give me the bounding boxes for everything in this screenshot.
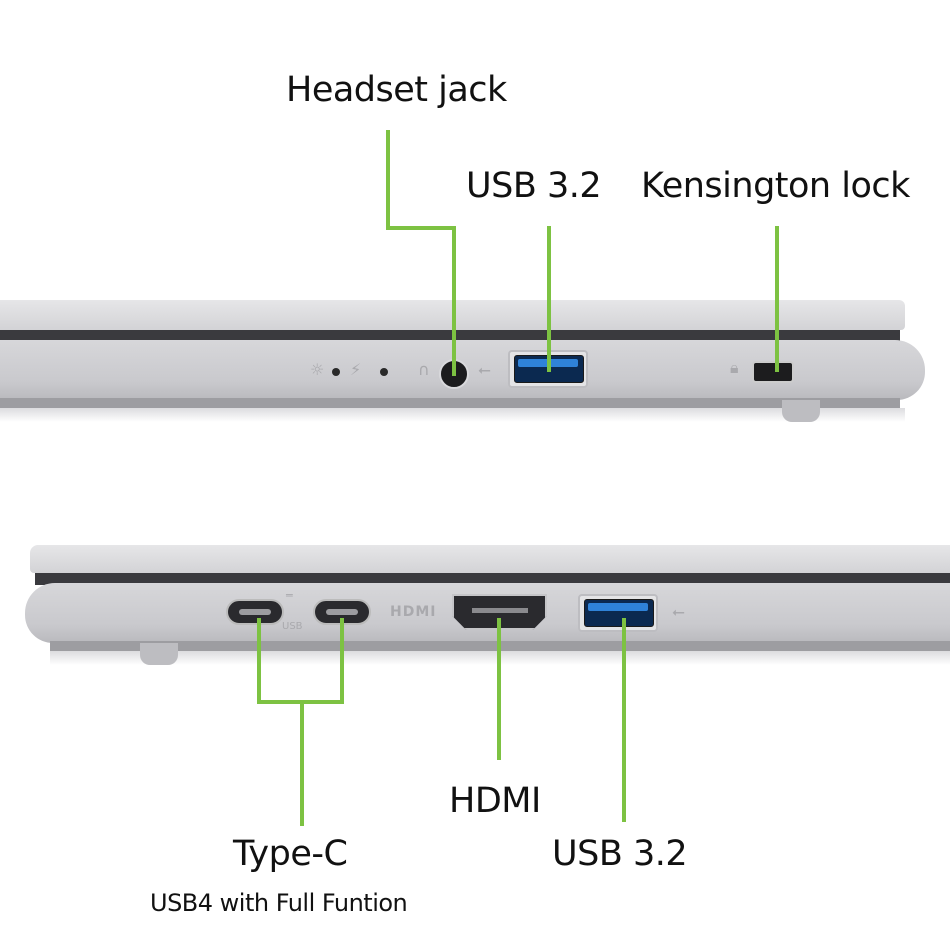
bottom-hinge-gap [35, 573, 950, 585]
top-base-bottom [0, 398, 900, 408]
bottom-lid [30, 545, 950, 573]
headset-jack-label: Headset jack [286, 70, 507, 110]
kensington-callout-line [775, 226, 779, 372]
power-led [332, 368, 340, 376]
hdmi-label: HDMI [449, 781, 541, 821]
usb-icon-bottom: ⭠ [672, 602, 685, 621]
typec-callout-line-right [340, 618, 344, 704]
top-foot [782, 400, 820, 422]
kensington-label: Kensington lock [641, 166, 910, 206]
type-c-port-1 [226, 599, 284, 625]
type-c-label: Type-C [233, 834, 348, 874]
usb-bottom-callout-line [622, 618, 626, 822]
usb-icon: ⭠ [478, 360, 491, 379]
top-shadow [0, 408, 905, 422]
headset-callout-line-v1 [386, 130, 390, 230]
top-hinge-gap [0, 330, 900, 342]
bottom-foot [140, 643, 178, 665]
battery-led-icon: ⚡ [350, 360, 362, 379]
typec-callout-line-stem [300, 700, 304, 826]
battery-led [380, 368, 388, 376]
usb-top-label: USB 3.2 [466, 166, 602, 206]
type-c-sublabel: USB4 with Full Funtion [150, 889, 408, 917]
headset-callout-line-v2 [452, 226, 456, 376]
usb-top-callout-line [547, 226, 551, 372]
kensington-lock-slot [752, 361, 794, 383]
hdmi-logo: HDMI [390, 604, 437, 620]
power-delivery-icon: ═ [286, 589, 293, 602]
usb-marking: USB [282, 621, 303, 632]
usb-a-port-bottom [578, 594, 658, 632]
usb-bottom-label: USB 3.2 [552, 834, 688, 874]
headset-callout-line-h [386, 226, 456, 230]
power-led-icon: ☼ [310, 360, 325, 379]
hdmi-callout-line [497, 618, 501, 760]
headset-icon: ∩ [418, 360, 430, 379]
typec-callout-line-left [257, 618, 261, 704]
lock-icon: 🔒︎ [730, 358, 739, 377]
